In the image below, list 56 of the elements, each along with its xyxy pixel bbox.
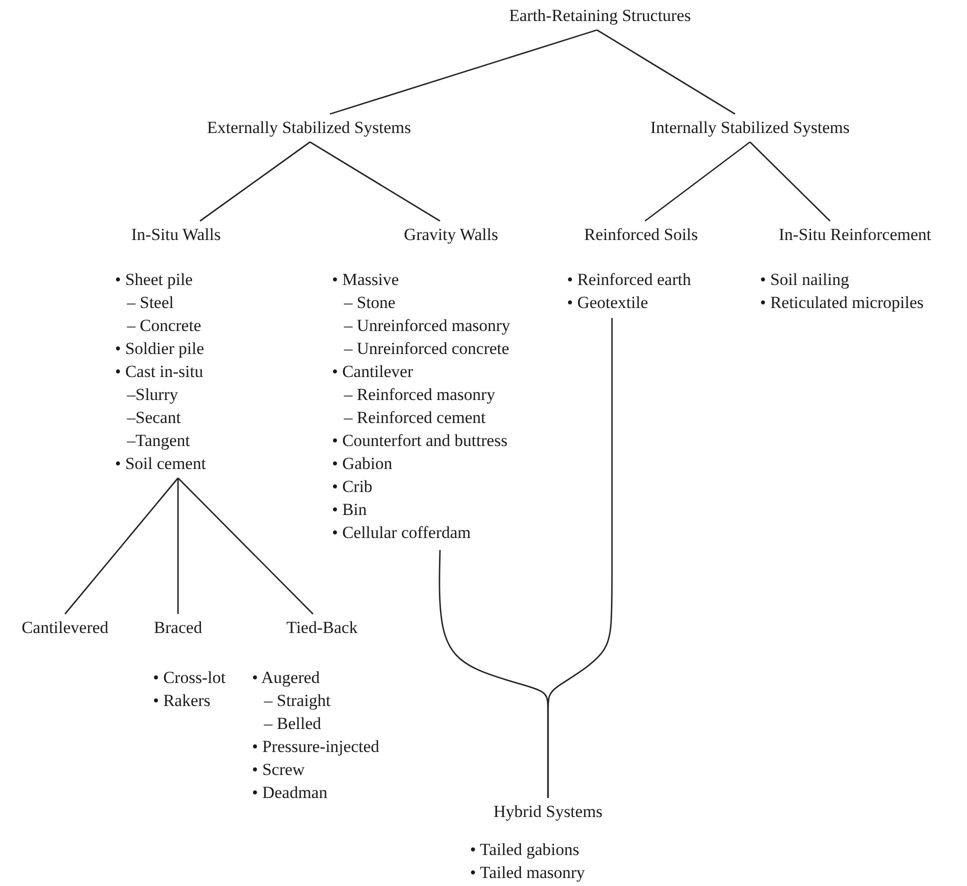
category-label: Tied-Back [286, 617, 358, 639]
connector-line [330, 29, 598, 115]
list-item: • Soldier pile [115, 338, 206, 360]
sub-list-item: – Belled [262, 713, 322, 735]
connector-line [644, 141, 750, 222]
sub-list-item: – Unreinforced masonry [342, 315, 510, 337]
list-item: • Cellular cofferdam [332, 522, 472, 544]
connector-line [596, 29, 736, 115]
list-item: • Screw [252, 759, 306, 781]
list-item: • Tailed gabions [470, 839, 580, 861]
connector-line [200, 141, 310, 222]
category-label: Cantilevered [22, 617, 108, 639]
category-label: Gravity Walls [404, 224, 498, 246]
sub-list-item: – Reinforced masonry [342, 384, 496, 406]
list-item: • Pressure-injected [252, 736, 380, 758]
list-item: • Tailed masonry [470, 862, 585, 884]
list-item: • Bin [332, 499, 368, 521]
list-item: • Sheet pile [115, 269, 194, 291]
category-label: Earth-Retaining Structures [509, 5, 691, 27]
connector-line [177, 478, 179, 614]
sub-list-item: –Secant [126, 407, 182, 429]
list-item: • Cantilever [332, 361, 414, 383]
list-item: • Geotextile [567, 292, 650, 314]
category-label: Internally Stabilized Systems [650, 117, 850, 139]
sub-list-item: – Unreinforced concrete [342, 338, 510, 360]
sub-list-item: – Stone [342, 292, 396, 314]
list-item: • Crib [332, 476, 374, 498]
connector-line [310, 141, 440, 222]
list-item: • Reinforced earth [567, 269, 691, 291]
list-item: • Counterfort and buttress [332, 430, 508, 452]
list-item: • Reticulated micropiles [760, 292, 924, 314]
sub-list-item: – Reinforced cement [342, 407, 487, 429]
list-item: • Deadman [252, 782, 328, 804]
list-item: • Augered [252, 667, 321, 689]
category-label: Hybrid Systems [493, 801, 603, 823]
connector-line [750, 142, 830, 222]
sub-list-item: – Steel [126, 292, 175, 314]
connector-line [64, 478, 179, 614]
sub-list-item: – Straight [262, 690, 332, 712]
list-item: • Soil nailing [760, 269, 850, 291]
list-item: • Cross-lot [153, 667, 226, 689]
list-item: • Cast in-situ [115, 361, 204, 383]
list-item: • Rakers [153, 690, 212, 712]
category-label: Reinforced Soils [584, 224, 698, 246]
category-label: Braced [154, 617, 202, 639]
category-label: Externally Stabilized Systems [207, 117, 411, 139]
list-item: • Gabion [332, 453, 394, 475]
list-item: • Soil cement [115, 453, 206, 475]
category-label: In-Situ Reinforcement [778, 224, 932, 246]
connector-line [547, 318, 613, 798]
sub-list-item: – Concrete [126, 315, 202, 337]
sub-list-item: –Slurry [126, 384, 179, 406]
category-label: In-Situ Walls [131, 224, 221, 246]
connector-line [178, 478, 314, 614]
sub-list-item: –Tangent [126, 430, 192, 452]
list-item: • Massive [332, 269, 400, 291]
